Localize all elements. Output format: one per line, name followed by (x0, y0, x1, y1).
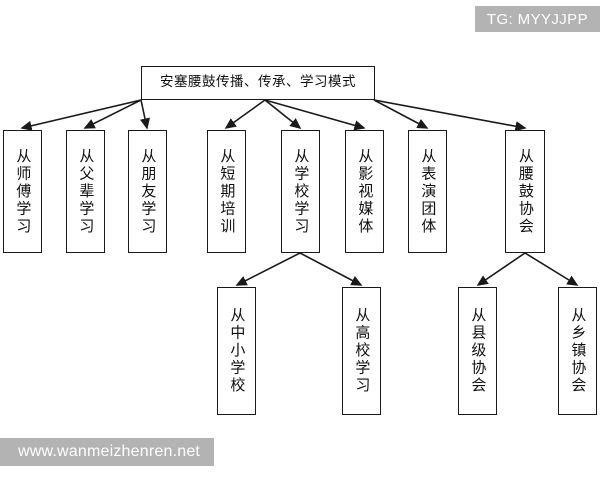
edge-school-to-k12 (235, 252, 301, 286)
watermark-bottom-text: www.wanmeizhenren.net (18, 443, 201, 460)
node-countyassoc[interactable]: 从县级协会 (458, 287, 497, 415)
edge-root-to-shortterm (224, 99, 266, 129)
edge-assoc-to-countyassoc (476, 252, 526, 286)
node-label-shortterm: 从短期培训 (218, 147, 237, 236)
node-label-elders: 从父辈学习 (77, 147, 96, 236)
node-master[interactable]: 从师傅学习 (3, 130, 42, 253)
edge-root-to-elders (83, 99, 142, 129)
node-label-root: 安塞腰鼓传播、传承、学习模式 (160, 74, 356, 91)
node-label-assoc: 从腰鼓协会 (516, 147, 535, 236)
node-label-troupe: 从表演团体 (419, 147, 438, 236)
watermark-top-text: TG: MYYJJPP (486, 10, 588, 28)
node-label-college: 从高校学习 (353, 307, 372, 395)
node-troupe[interactable]: 从表演团体 (408, 130, 447, 253)
node-elders[interactable]: 从父辈学习 (66, 130, 105, 253)
edge-root-to-friends (139, 99, 150, 130)
edge-root-to-school (264, 99, 302, 129)
node-label-countyassoc: 从县级协会 (469, 307, 488, 395)
watermark-bottom-left: www.wanmeizhenren.net (0, 438, 215, 466)
node-label-townassoc: 从乡镇协会 (569, 307, 588, 395)
edge-root-to-media (264, 99, 366, 131)
edge-root-to-master (20, 99, 142, 131)
node-assoc[interactable]: 从腰鼓协会 (505, 130, 545, 253)
node-shortterm[interactable]: 从短期培训 (207, 130, 246, 253)
node-label-friends: 从朋友学习 (139, 147, 158, 236)
edge-root-to-assoc (373, 99, 527, 132)
node-k12[interactable]: 从中小学校 (217, 287, 256, 415)
edge-root-to-troupe (373, 99, 429, 129)
node-label-k12: 从中小学校 (228, 307, 247, 395)
node-label-school: 从学校学习 (292, 147, 311, 236)
node-label-media: 从影视媒体 (356, 147, 375, 236)
node-school[interactable]: 从学校学习 (281, 130, 320, 253)
node-college[interactable]: 从高校学习 (342, 287, 381, 415)
edge-assoc-to-townassoc (524, 252, 579, 286)
node-friends[interactable]: 从朋友学习 (128, 130, 167, 253)
node-media[interactable]: 从影视媒体 (345, 130, 384, 253)
watermark-top-right: TG: MYYJJPP (474, 6, 600, 32)
node-root[interactable]: 安塞腰鼓传播、传承、学习模式 (141, 66, 375, 100)
node-townassoc[interactable]: 从乡镇协会 (558, 287, 597, 415)
edge-school-to-college (299, 252, 363, 286)
node-label-master: 从师傅学习 (14, 147, 33, 236)
